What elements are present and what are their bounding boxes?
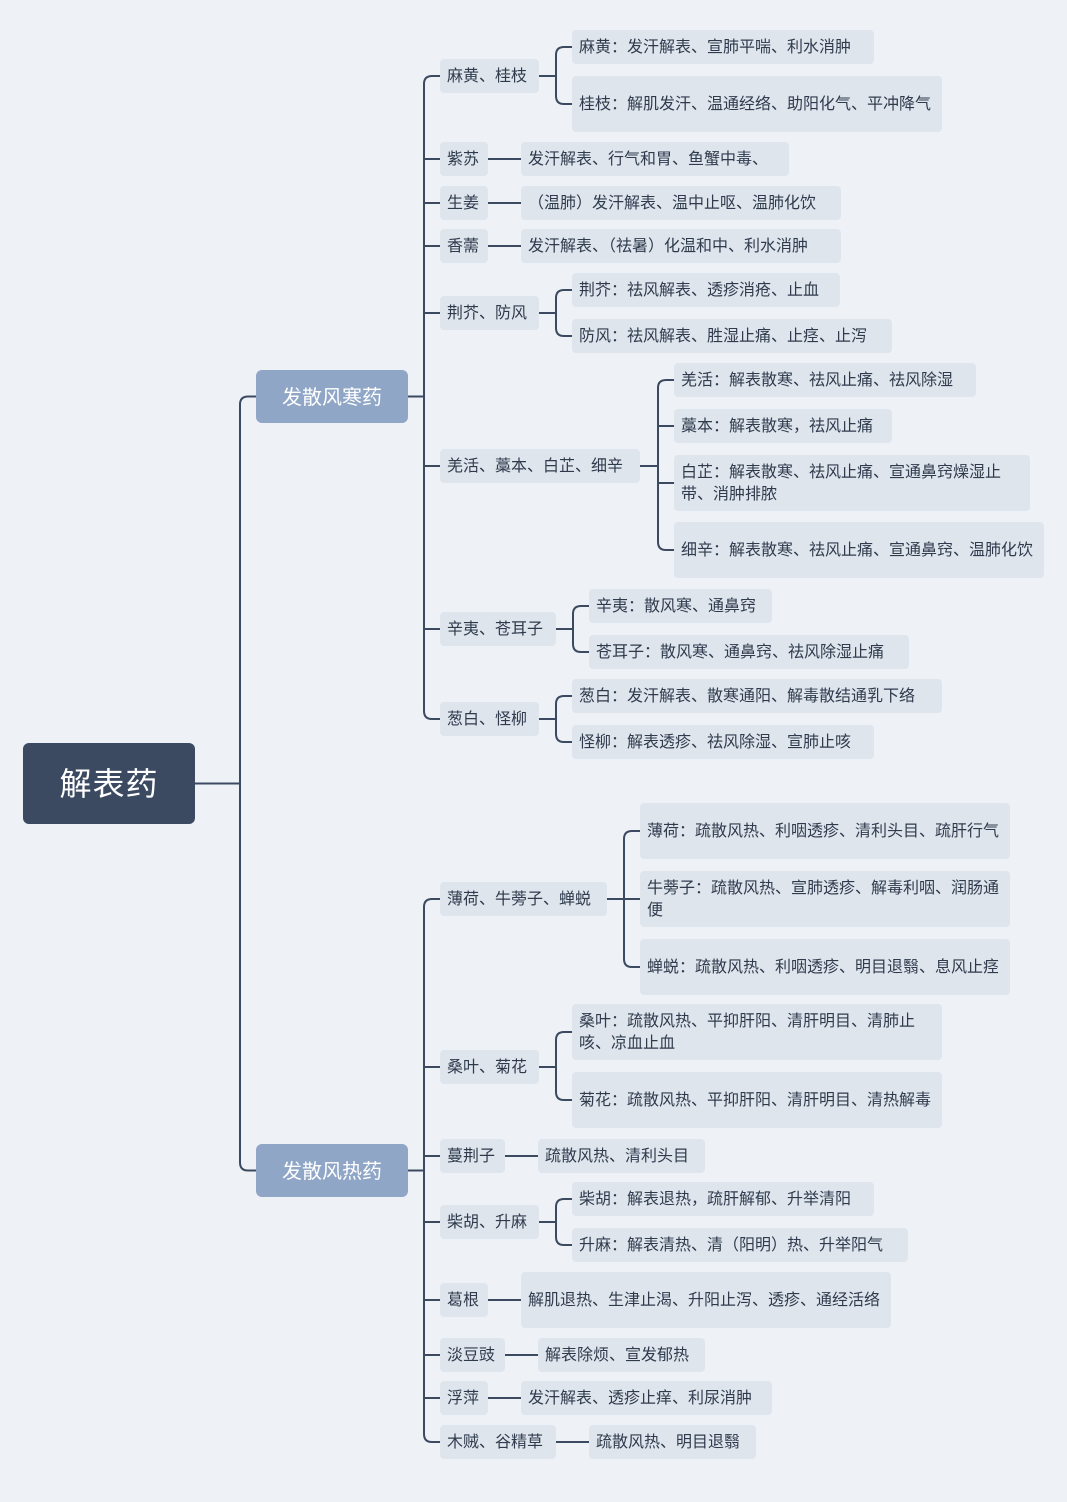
herb-node[interactable]: 薄荷、牛蒡子、蝉蜕 (440, 882, 607, 916)
root-node[interactable]: 解表药 (23, 743, 195, 824)
herb-detail-node[interactable]: 荆芥：祛风解表、透疹消疮、止血 (572, 273, 840, 307)
herb-detail-node[interactable]: 苍耳子：散风寒、通鼻窍、祛风除湿止痛 (589, 635, 909, 669)
herb-node[interactable]: 香薷 (440, 229, 488, 263)
herb-node[interactable]: 桑叶、菊花 (440, 1050, 539, 1084)
herb-detail-node[interactable]: 菊花：疏散风热、平抑肝阳、清肝明目、清热解毒 (572, 1072, 942, 1128)
herb-connector-branch (555, 1236, 572, 1246)
herb-connector-branch (572, 605, 589, 615)
herb-detail-node[interactable]: 解肌退热、生津止渴、升阳止泻、透疹、通经活络 (521, 1272, 891, 1328)
herb-connector-branch (555, 46, 572, 56)
herb-detail-node[interactable]: 蝉蜕：疏散风热、利咽透疹、明目退翳、息风止痉 (640, 939, 1010, 995)
herb-connector-branch (623, 830, 640, 840)
herb-detail-node[interactable]: 疏散风热、清利头目 (538, 1139, 705, 1173)
category-connector-branch (423, 1433, 440, 1443)
herb-detail-node[interactable]: 辛夷：散风寒、通鼻窍 (589, 589, 772, 623)
herb-detail-node[interactable]: 葱白：发汗解表、散寒通阳、解毒散结通乳下络 (572, 679, 942, 713)
herb-connector-branch (555, 1031, 572, 1041)
herb-detail-node[interactable]: 白芷：解表散寒、祛风止痛、宣通鼻窍燥湿止带、消肿排脓 (674, 455, 1030, 511)
herb-detail-node[interactable]: 羌活：解表散寒、祛风止痛、祛风除湿 (674, 363, 976, 397)
herb-detail-node[interactable]: 发汗解表、（祛暑）化温和中、利水消肿 (521, 229, 841, 263)
herb-detail-node[interactable]: 防风：祛风解表、胜湿止痛、止痉、止泻 (572, 319, 892, 353)
herb-connector-branch (657, 541, 674, 551)
herb-node[interactable]: 紫苏 (440, 142, 488, 176)
herb-detail-node[interactable]: 细辛：解表散寒、祛风止痛、宣通鼻窍、温肺化饮 (674, 522, 1044, 578)
root-connector-branch (239, 395, 256, 405)
herb-detail-node[interactable]: 发汗解表、透疹止痒、利尿消肿 (521, 1381, 772, 1415)
herb-node[interactable]: 生姜 (440, 186, 488, 220)
category-wind-cold[interactable]: 发散风寒药 (256, 370, 408, 423)
herb-node[interactable]: 麻黄、桂枝 (440, 59, 539, 93)
herb-detail-node[interactable]: （温肺）发汗解表、温中止呕、温肺化饮 (521, 186, 841, 220)
herb-connector-branch (555, 327, 572, 337)
herb-node[interactable]: 辛夷、苍耳子 (440, 612, 556, 646)
herb-connector-branch (572, 643, 589, 653)
herb-detail-node[interactable]: 薄荷：疏散风热、利咽透疹、清利头目、疏肝行气 (640, 803, 1010, 859)
herb-node[interactable]: 木贼、谷精草 (440, 1425, 556, 1459)
herb-node[interactable]: 荆芥、防风 (440, 296, 539, 330)
herb-detail-node[interactable]: 柴胡：解表退热，疏肝解郁、升举清阳 (572, 1182, 874, 1216)
herb-node[interactable]: 羌活、藁本、白芷、细辛 (440, 449, 640, 483)
herb-connector-branch (555, 95, 572, 105)
root-connector-branch (239, 1162, 256, 1172)
herb-detail-node[interactable]: 升麻：解表清热、清（阳明）热、升举阳气 (572, 1228, 908, 1262)
category-wind-heat[interactable]: 发散风热药 (256, 1144, 408, 1197)
herb-connector-branch (555, 289, 572, 299)
herb-detail-node[interactable]: 牛蒡子：疏散风热、宣肺透疹、解毒利咽、润肠通便 (640, 871, 1010, 927)
herb-detail-node[interactable]: 桑叶：疏散风热、平抑肝阳、清肝明目、清肺止咳、凉血止血 (572, 1004, 942, 1060)
herb-node[interactable]: 浮萍 (440, 1381, 488, 1415)
herb-detail-node[interactable]: 麻黄：发汗解表、宣肺平喘、利水消肿 (572, 30, 874, 64)
herb-detail-node[interactable]: 疏散风热、明目退翳 (589, 1425, 756, 1459)
herb-node[interactable]: 葱白、怪柳 (440, 702, 539, 736)
herb-detail-node[interactable]: 藁本：解表散寒，祛风止痛 (674, 409, 892, 443)
category-connector-branch (423, 75, 440, 85)
herb-detail-node[interactable]: 怪柳：解表透疹、祛风除湿、宣肺止咳 (572, 725, 874, 759)
herb-node[interactable]: 柴胡、升麻 (440, 1205, 539, 1239)
herb-connector-branch (657, 379, 674, 389)
herb-detail-node[interactable]: 桂枝：解肌发汗、温通经络、助阳化气、平冲降气 (572, 76, 942, 132)
herb-connector-branch (623, 958, 640, 968)
herb-connector-branch (555, 1091, 572, 1101)
herb-node[interactable]: 葛根 (440, 1283, 488, 1317)
herb-detail-node[interactable]: 解表除烦、宣发郁热 (538, 1338, 705, 1372)
category-connector-branch (423, 898, 440, 908)
herb-detail-node[interactable]: 发汗解表、行气和胃、鱼蟹中毒、 (521, 142, 789, 176)
herb-connector-branch (555, 733, 572, 743)
herb-node[interactable]: 蔓荆子 (440, 1139, 505, 1173)
category-connector-branch (423, 710, 440, 720)
herb-connector-branch (555, 695, 572, 705)
herb-node[interactable]: 淡豆豉 (440, 1338, 505, 1372)
herb-connector-branch (555, 1198, 572, 1208)
